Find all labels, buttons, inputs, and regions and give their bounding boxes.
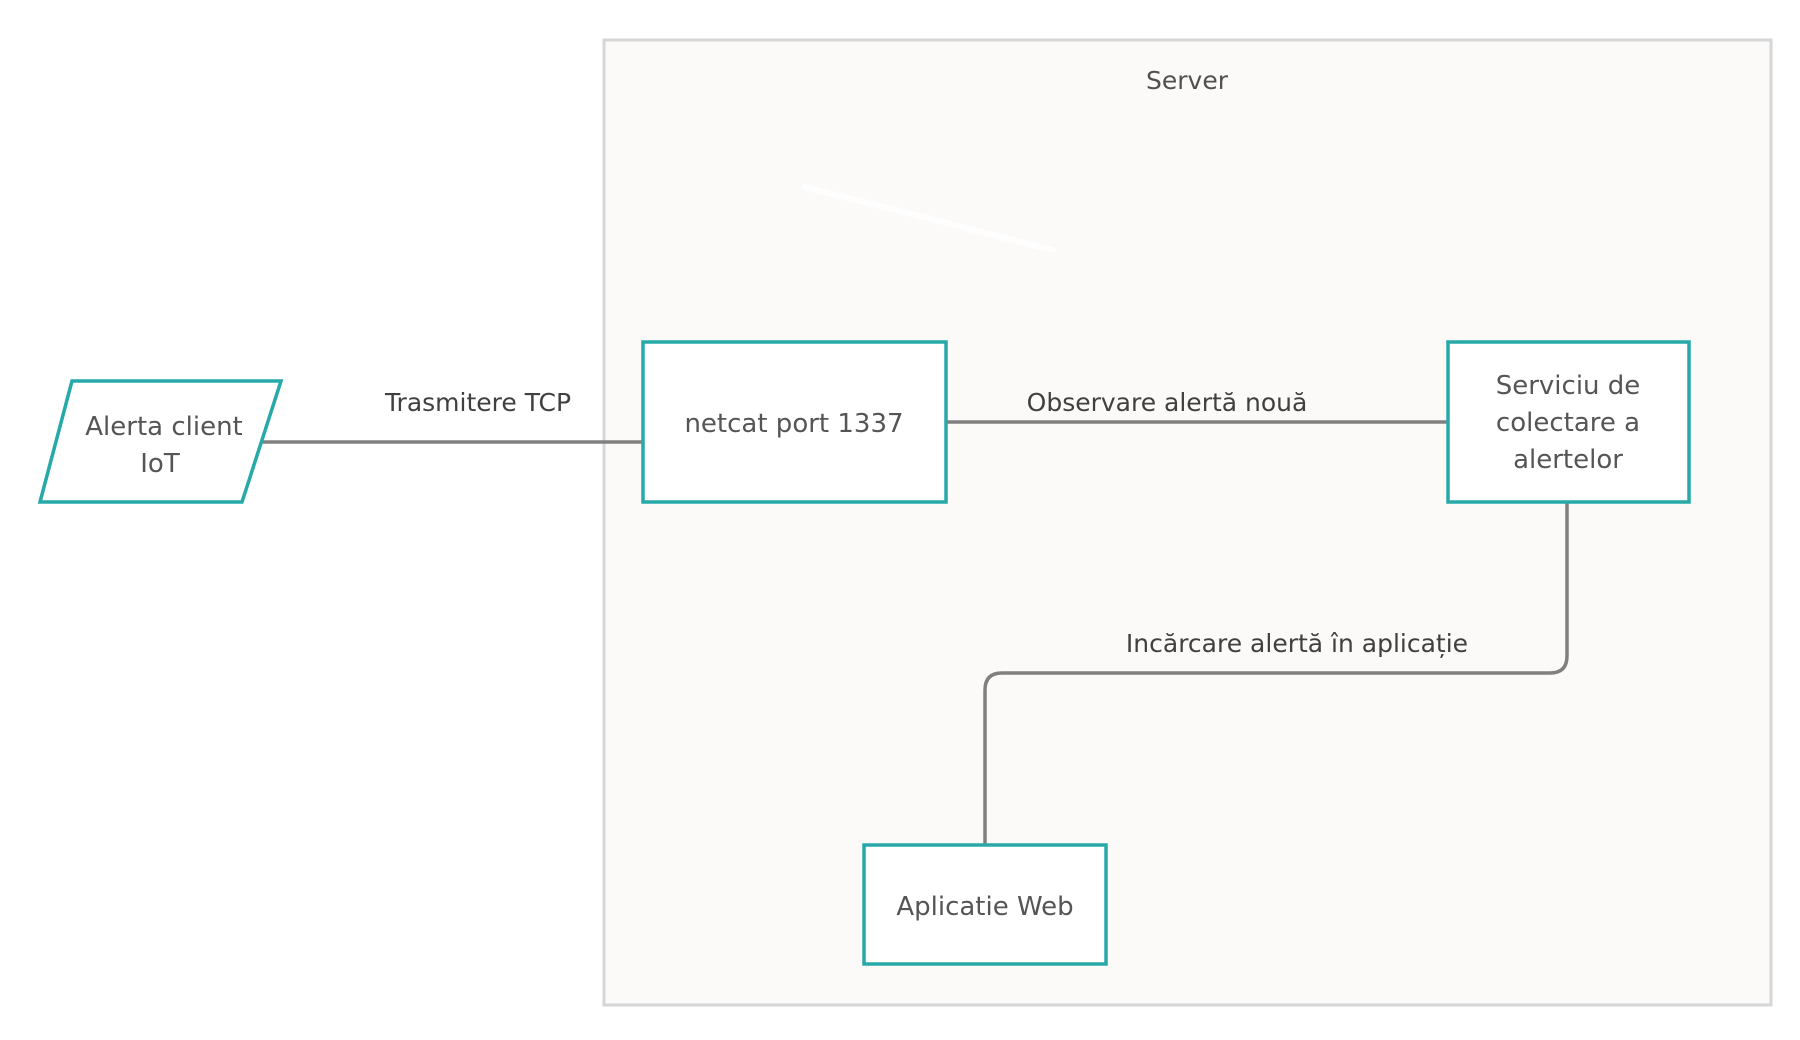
node-iot-alert-label-line-2: IoT (140, 449, 180, 479)
node-webapp-label: Aplicatie Web (896, 892, 1073, 922)
server-group-label: Server (1146, 66, 1229, 95)
node-collector-label-line-3: alertelor (1513, 445, 1623, 475)
node-iot-alert[interactable] (37, 379, 284, 504)
edge-tcp-label: Trasmitere TCP (384, 388, 571, 417)
node-collector[interactable] (1446, 340, 1691, 504)
edge-upload-label: Incărcare alertă în aplicație (1126, 629, 1468, 658)
node-collector-label-line-1: Serviciu de (1496, 371, 1641, 401)
node-iot-alert-label-line-1: Alerta client (85, 412, 243, 442)
edge-observe-label: Observare alertă nouă (1027, 388, 1308, 417)
node-webapp[interactable] (862, 843, 1108, 966)
server-group (602, 38, 1773, 1007)
decorative-stroke (802, 184, 1056, 253)
node-collector-label-line-2: colectare a (1496, 408, 1640, 438)
node-netcat[interactable] (641, 340, 948, 504)
edge-upload (983, 502, 1569, 845)
node-netcat-label: netcat port 1337 (684, 409, 903, 439)
